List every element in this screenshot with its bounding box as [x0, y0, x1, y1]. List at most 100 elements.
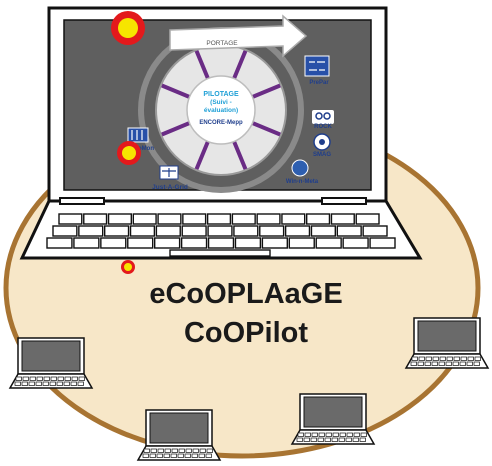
- peer-laptop-key: [28, 381, 35, 386]
- rock-tool: ROCK: [312, 110, 334, 130]
- prepar-puzzle-icon: [304, 55, 330, 77]
- keyboard-key: [330, 213, 355, 225]
- peer-laptop-key: [318, 432, 325, 437]
- keyboard-key: [100, 237, 127, 249]
- peer-laptop-key: [199, 448, 206, 453]
- keyboard-key: [73, 237, 100, 249]
- peer-laptop-key: [185, 448, 192, 453]
- peer-laptop-key: [431, 361, 438, 366]
- wheel-spoke: [161, 83, 191, 99]
- center-line2: (Suivi -: [210, 99, 232, 106]
- keyboard-key: [234, 237, 262, 249]
- peer-laptop: [290, 393, 376, 445]
- coomon-tool: CooMon: [127, 127, 154, 152]
- keyboard-key: [181, 225, 207, 237]
- wheel-spoke: [232, 50, 248, 80]
- keyboard-key: [206, 213, 232, 225]
- rock-label: ROCK: [314, 124, 332, 130]
- peer-laptop-key: [150, 448, 157, 453]
- peer-laptop-key: [171, 448, 178, 453]
- peer-laptop-screen: [149, 412, 209, 444]
- peer-laptop-key: [43, 376, 50, 381]
- peer-laptop-key: [42, 381, 49, 386]
- keyboard-key: [259, 225, 285, 237]
- wheel-spoke: [251, 83, 281, 99]
- keyboard-key: [362, 225, 388, 237]
- center-line3: évaluation): [204, 107, 238, 114]
- peer-laptop-key: [35, 381, 42, 386]
- peer-laptop-key: [163, 453, 170, 458]
- keyboard-key: [355, 213, 380, 225]
- keyboard-key: [157, 213, 182, 225]
- peer-laptop-key: [432, 356, 439, 361]
- peer-laptop-key: [438, 361, 445, 366]
- peer-laptop-key: [297, 432, 304, 437]
- prepar-label: PrePar: [309, 80, 329, 86]
- keyboard-key: [336, 225, 362, 237]
- peer-laptop-deck: [404, 353, 490, 369]
- peer-laptop-key: [439, 356, 446, 361]
- portage-label: PORTAGE: [206, 40, 238, 47]
- keyboard-key: [315, 237, 342, 249]
- peer-laptop-deck: [8, 373, 94, 389]
- peer-laptop: [404, 317, 490, 369]
- peer-laptop-key: [164, 448, 171, 453]
- peer-laptop-key: [467, 356, 474, 361]
- peer-laptop-screen: [303, 396, 363, 428]
- wheel-hub: [186, 75, 256, 145]
- keyboard-key: [305, 213, 331, 225]
- keyboard-key: [231, 213, 256, 225]
- title-line2: CoOPilot: [183, 317, 309, 349]
- marker-island-inner: [124, 263, 132, 271]
- center-line4: ENCORE-Mepp: [199, 120, 243, 126]
- wheel-spoke: [251, 121, 281, 137]
- peer-laptop-key: [64, 376, 71, 381]
- peer-laptop-key: [22, 376, 29, 381]
- main-laptop-hinge-left: [59, 197, 105, 205]
- wheel-spoke: [161, 121, 191, 137]
- peer-laptop-key: [57, 376, 64, 381]
- tool-wheel: PILOTAGE (Suivi - évaluation) ENCORE-Mep…: [138, 27, 304, 193]
- peer-laptop-key: [359, 437, 366, 442]
- keyboard-key: [261, 237, 289, 249]
- keyboard-key: [52, 225, 78, 237]
- peer-laptop-key: [360, 432, 367, 437]
- peer-laptop-key: [142, 453, 149, 458]
- peer-laptop-key: [36, 376, 43, 381]
- wheel-spoke: [194, 140, 210, 170]
- peer-laptop-key: [21, 381, 28, 386]
- peer-laptop-key: [296, 437, 303, 442]
- peer-laptop-key: [466, 361, 473, 366]
- peer-laptop-key: [345, 437, 352, 442]
- peer-laptop-key: [156, 453, 163, 458]
- winnemeta-icon: [291, 159, 309, 177]
- just-a-grid-label: Just-A-Grid: [152, 184, 188, 191]
- peer-laptop-key: [71, 376, 78, 381]
- marker-island: [121, 260, 135, 274]
- peer-laptop-deck: [136, 445, 222, 461]
- just-a-grid-tool: Just-A-Grid: [152, 165, 188, 191]
- winnemeta-tool: Win-n-Meta: [286, 159, 319, 185]
- keyboard-key: [369, 237, 396, 249]
- peer-laptop: [136, 409, 222, 461]
- peer-laptop-key: [29, 376, 36, 381]
- peer-laptop-key: [170, 453, 177, 458]
- keyboard-key: [58, 213, 83, 225]
- peer-laptop-key: [63, 381, 70, 386]
- rock-icon: [312, 110, 334, 124]
- peer-laptop-key: [56, 381, 63, 386]
- peer-laptop-key: [324, 437, 331, 442]
- peer-laptop-key: [198, 453, 205, 458]
- wheel-spoke: [194, 50, 210, 80]
- center-line1: PILOTAGE: [203, 91, 239, 98]
- keyboard-key: [107, 213, 133, 225]
- keyboard-key: [284, 225, 311, 237]
- portage-arrow: PORTAGE: [169, 14, 308, 58]
- peer-laptop-key: [310, 437, 317, 442]
- keyboard-key: [256, 213, 281, 225]
- peer-laptop-key: [77, 381, 84, 386]
- keyboard-key: [207, 225, 233, 237]
- peer-laptop-key: [325, 432, 332, 437]
- peer-laptop-key: [460, 356, 467, 361]
- keyboard-key: [310, 225, 337, 237]
